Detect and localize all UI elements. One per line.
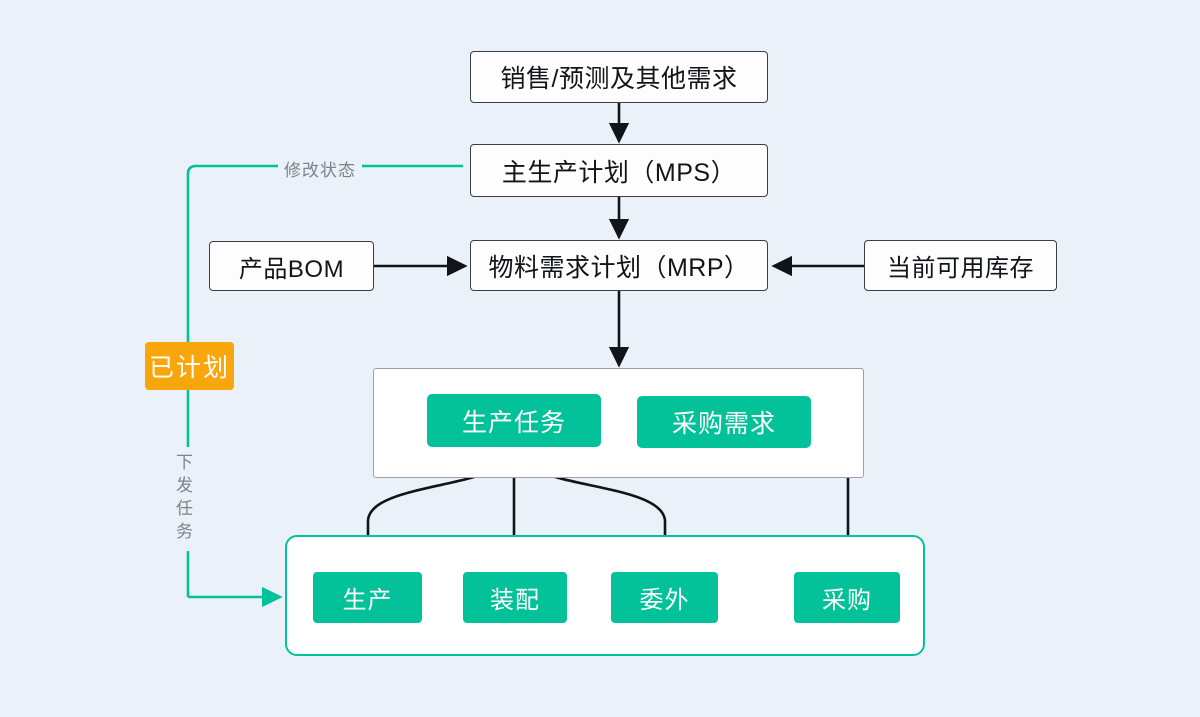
edge-label-dispatch-task: 下发任务 [173,447,192,551]
node-exec-produce[interactable]: 生产 [313,572,422,623]
node-exec-assemble[interactable]: 装配 [463,572,567,623]
status-badge-planned[interactable]: 已计划 [145,342,234,390]
node-stock[interactable]: 当前可用库存 [864,240,1057,291]
edge-modify-status [186,164,463,597]
edge-label-modify-status: 修改状态 [278,156,362,181]
node-exec-purchase[interactable]: 采购 [794,572,900,623]
node-production-task[interactable]: 生产任务 [427,394,601,447]
node-demand[interactable]: 销售/预测及其他需求 [470,51,768,103]
node-bom[interactable]: 产品BOM [209,241,374,291]
node-purchase-demand[interactable]: 采购需求 [637,396,811,448]
node-mrp[interactable]: 物料需求计划（MRP） [470,240,768,291]
node-exec-outsource[interactable]: 委外 [611,572,718,623]
node-mps[interactable]: 主生产计划（MPS） [470,144,768,197]
